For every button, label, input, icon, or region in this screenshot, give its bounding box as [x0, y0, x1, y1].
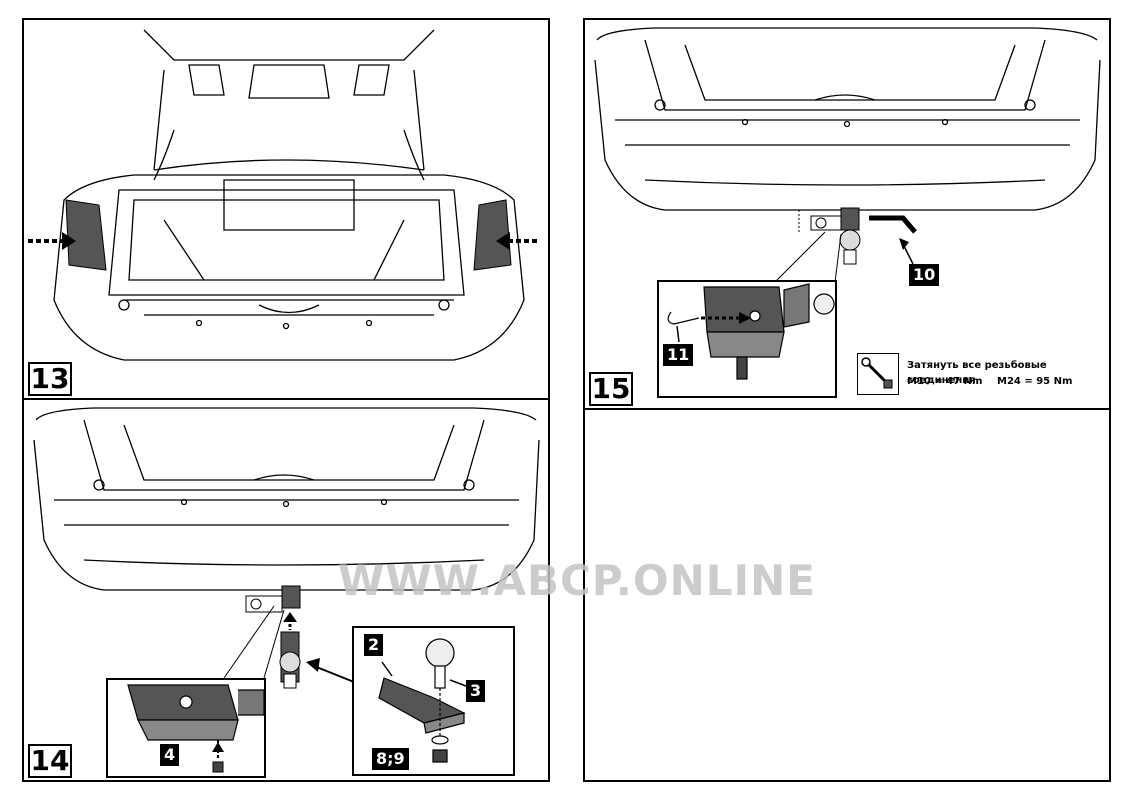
- panel-step-14: 4 2 3 8;9 14: [22, 398, 550, 782]
- step-number-15: 15: [589, 372, 633, 406]
- arrow-left-icon: [28, 232, 76, 250]
- callout-3: 3: [466, 680, 486, 702]
- torque-m24: M24 = 95 Nm: [997, 376, 1073, 387]
- panel-step-15: 11 10 Затянуть все резьбовые соединения …: [583, 18, 1111, 410]
- arrow-right-icon: [496, 232, 540, 250]
- car-rear-hitch-installed-illustration: [594, 27, 1101, 283]
- inset-ball-mount-detail: 2 3 8;9: [352, 626, 515, 776]
- callout-4: 4: [160, 744, 180, 766]
- callout-8-9: 8;9: [372, 748, 409, 770]
- torque-m10: M10 = 47 Nm: [907, 376, 983, 387]
- inset-bolt-detail: 4: [106, 678, 266, 778]
- callout-10: 10: [909, 264, 940, 286]
- watermark-text: WWW.ABCP.ONLINE: [338, 556, 816, 605]
- torque-note-title: Затянуть все резьбовые соединения: [907, 360, 1047, 386]
- callout-2: 2: [364, 634, 384, 656]
- hitch-with-ball: [798, 207, 861, 265]
- panel-step-13: 13: [22, 18, 550, 400]
- inset-pin-detail: 11: [657, 280, 837, 398]
- panel-empty: [583, 408, 1111, 782]
- callout-11: 11: [663, 344, 694, 366]
- step-number-13: 13: [28, 362, 72, 396]
- car-rear-bumper-illustration: [33, 407, 540, 689]
- torque-wrench-icon: [857, 353, 899, 395]
- hitch-receiver: [245, 585, 301, 689]
- car-trunk-open-illustration: [28, 29, 540, 361]
- step-number-14: 14: [28, 744, 72, 778]
